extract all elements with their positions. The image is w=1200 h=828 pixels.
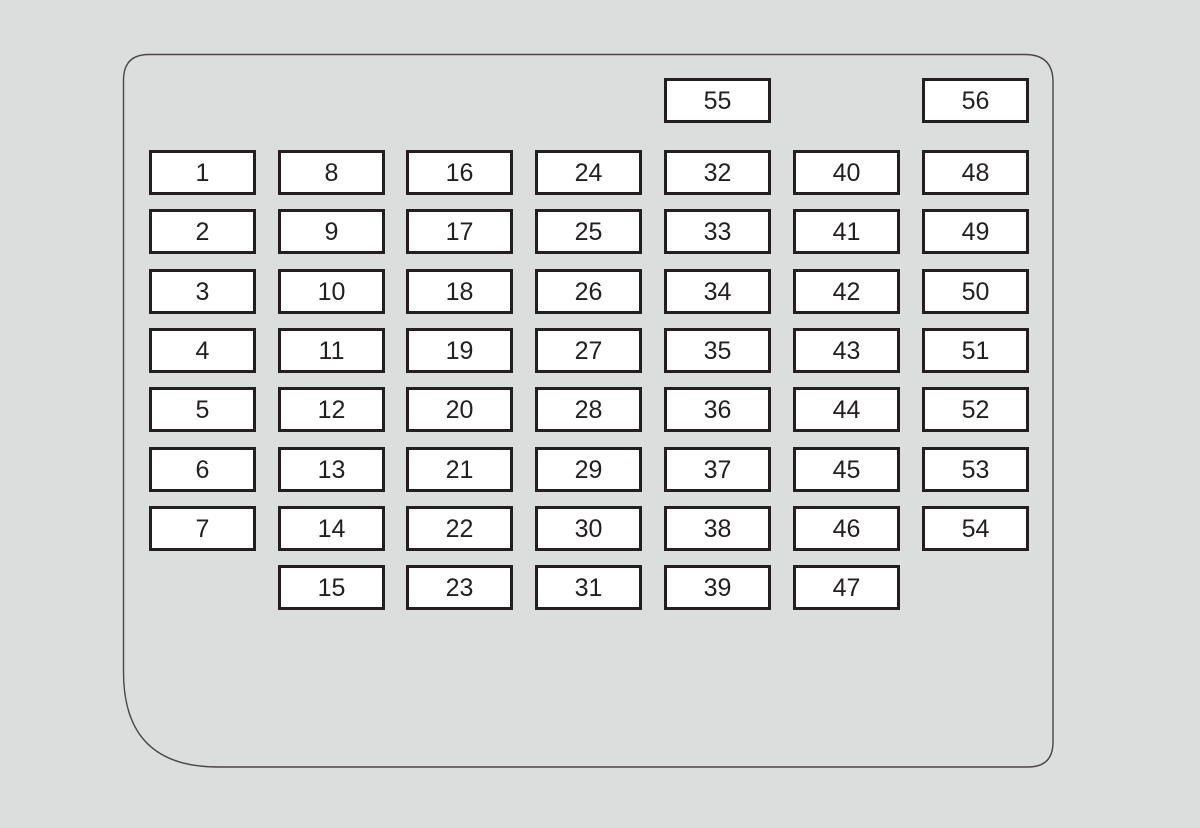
fuse-43: 43 <box>793 328 900 373</box>
fuse-22: 22 <box>406 506 513 551</box>
fuse-55: 55 <box>664 78 771 123</box>
fuse-39: 39 <box>664 565 771 610</box>
fuse-2: 2 <box>149 209 256 254</box>
fuse-36: 36 <box>664 387 771 432</box>
fuse-49: 49 <box>922 209 1029 254</box>
fuse-4: 4 <box>149 328 256 373</box>
fuse-5: 5 <box>149 387 256 432</box>
fuse-21: 21 <box>406 447 513 492</box>
fuse-50: 50 <box>922 269 1029 314</box>
fuse-25: 25 <box>535 209 642 254</box>
fuse-12: 12 <box>278 387 385 432</box>
fuse-3: 3 <box>149 269 256 314</box>
fuse-48: 48 <box>922 150 1029 195</box>
fuse-42: 42 <box>793 269 900 314</box>
fuse-56: 56 <box>922 78 1029 123</box>
fuse-17: 17 <box>406 209 513 254</box>
fuse-26: 26 <box>535 269 642 314</box>
fuse-45: 45 <box>793 447 900 492</box>
fuse-54: 54 <box>922 506 1029 551</box>
fuse-15: 15 <box>278 565 385 610</box>
fuse-52: 52 <box>922 387 1029 432</box>
fuse-33: 33 <box>664 209 771 254</box>
fuse-34: 34 <box>664 269 771 314</box>
fuse-7: 7 <box>149 506 256 551</box>
fuse-6: 6 <box>149 447 256 492</box>
fuse-16: 16 <box>406 150 513 195</box>
fuse-23: 23 <box>406 565 513 610</box>
fuse-14: 14 <box>278 506 385 551</box>
fuse-8: 8 <box>278 150 385 195</box>
fuse-18: 18 <box>406 269 513 314</box>
fuse-44: 44 <box>793 387 900 432</box>
fuse-51: 51 <box>922 328 1029 373</box>
fuse-31: 31 <box>535 565 642 610</box>
fuse-13: 13 <box>278 447 385 492</box>
fuse-47: 47 <box>793 565 900 610</box>
fuse-28: 28 <box>535 387 642 432</box>
fuse-46: 46 <box>793 506 900 551</box>
fuse-41: 41 <box>793 209 900 254</box>
fuse-29: 29 <box>535 447 642 492</box>
fuse-37: 37 <box>664 447 771 492</box>
fuse-35: 35 <box>664 328 771 373</box>
fuse-30: 30 <box>535 506 642 551</box>
fuse-24: 24 <box>535 150 642 195</box>
fuse-11: 11 <box>278 328 385 373</box>
fuse-32: 32 <box>664 150 771 195</box>
fuse-53: 53 <box>922 447 1029 492</box>
fuse-19: 19 <box>406 328 513 373</box>
fuse-20: 20 <box>406 387 513 432</box>
fuse-10: 10 <box>278 269 385 314</box>
fuse-27: 27 <box>535 328 642 373</box>
fuse-38: 38 <box>664 506 771 551</box>
fuse-1: 1 <box>149 150 256 195</box>
fuse-9: 9 <box>278 209 385 254</box>
fuse-40: 40 <box>793 150 900 195</box>
